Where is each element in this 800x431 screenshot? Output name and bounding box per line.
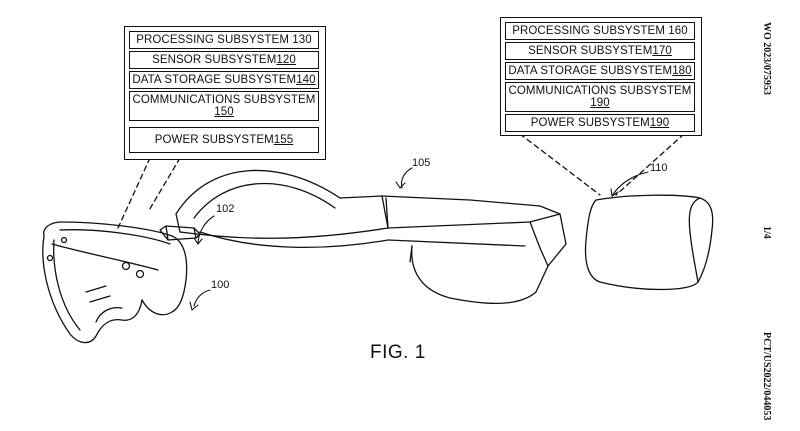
pack-subsystems-group: PROCESSING SUBSYSTEM 160 SENSOR SUBSYSTE… [500,17,702,136]
publication-number: WO 2023/075953 [761,22,772,96]
processing-subsystem-label: PROCESSING SUBSYSTEM 130 [136,34,312,46]
headset-reference-label: 100 [211,279,230,291]
figure-title: FIG. 1 [370,342,426,363]
sensor-subsystem-label: SENSOR SUBSYSTEM [528,45,653,57]
sensor-subsystem-120: SENSOR SUBSYSTEM 120 [129,51,319,69]
data-storage-subsystem-140: DATA STORAGE SUBSYSTEM 140 [129,71,319,89]
power-subsystem-190: POWER SUBSYSTEM 190 [505,114,695,132]
communications-subsystem-150: COMMUNICATIONS SUBSYSTEM 150 [129,91,319,121]
power-subsystem-label: POWER SUBSYSTEM [154,134,274,146]
headset-drawing [42,221,188,344]
headset-subsystems-group: PROCESSING SUBSYSTEM 130 SENSOR SUBSYSTE… [124,26,326,160]
processing-subsystem-label: PROCESSING SUBSYSTEM 160 [512,25,688,37]
power-subsystem-ref: 155 [273,134,294,146]
data-storage-subsystem-ref: 180 [672,65,692,77]
communications-subsystem-190: COMMUNICATIONS SUBSYSTEM 190 [505,82,695,112]
communications-subsystem-label: COMMUNICATIONS SUBSYSTEM [132,94,316,106]
data-storage-subsystem-ref: 140 [296,74,316,86]
data-storage-subsystem-180: DATA STORAGE SUBSYSTEM 180 [505,62,695,80]
leader-lines [117,133,685,229]
data-storage-subsystem-label: DATA STORAGE SUBSYSTEM [132,74,297,86]
sensor-subsystem-ref: 120 [276,54,296,66]
processing-subsystem-130: PROCESSING SUBSYSTEM 130 [129,31,319,49]
reference-arrows [189,167,649,311]
battery-pack-drawing [584,194,714,291]
power-subsystem-155: POWER SUBSYSTEM 155 [129,127,319,153]
application-number: PCT/US2022/044053 [761,332,772,421]
communications-subsystem-label: COMMUNICATIONS SUBSYSTEM [508,85,692,97]
communications-subsystem-ref: 190 [590,97,610,109]
power-subsystem-ref: 190 [649,117,670,129]
sensor-subsystem-ref: 170 [652,45,672,57]
communications-subsystem-ref: 150 [214,106,234,118]
data-storage-subsystem-label: DATA STORAGE SUBSYSTEM [508,65,673,77]
sensor-module-reference-label: 102 [216,203,235,215]
battery-pack-reference-label: 110 [650,162,668,174]
strap-reference-label: 105 [412,157,431,169]
head-strap [175,169,567,305]
sensor-subsystem-170: SENSOR SUBSYSTEM 170 [505,42,695,60]
power-subsystem-label: POWER SUBSYSTEM [530,117,650,129]
sensor-subsystem-label: SENSOR SUBSYSTEM [152,54,277,66]
sheet-number: 1/4 [761,226,772,239]
processing-subsystem-160: PROCESSING SUBSYSTEM 160 [505,22,695,40]
